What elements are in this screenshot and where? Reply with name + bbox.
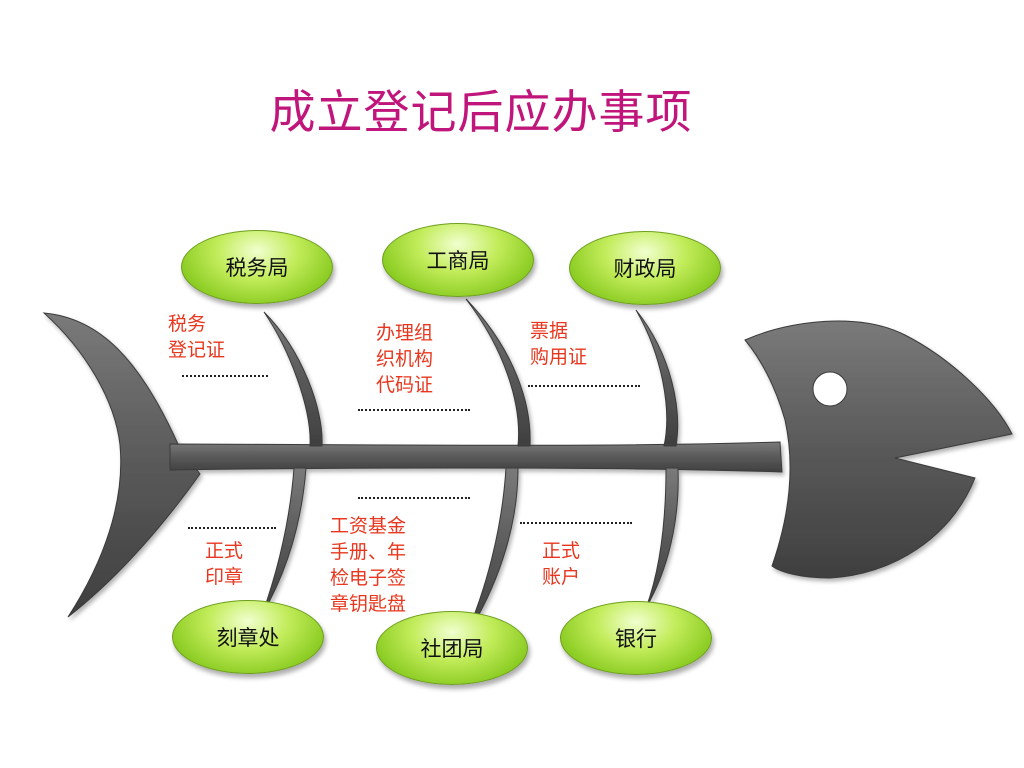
item-line: 织机构 — [376, 348, 434, 370]
item-line: 工资基金 — [330, 515, 407, 537]
fish-head — [744, 320, 1013, 579]
item-wage-fund-manual: 工资基金 手册、年 检电子签 章钥匙盘 — [330, 513, 406, 617]
fish-tail — [42, 312, 201, 618]
item-official-seal: 正式 印章 — [205, 538, 243, 590]
rib-upper-3 — [635, 309, 679, 447]
dotted-leader-tax — [182, 375, 268, 377]
item-tax-registration: 税务 登记证 — [168, 311, 225, 363]
fish-spine — [169, 441, 783, 473]
item-invoice-purchase-cert: 票据 购用证 — [530, 318, 587, 370]
dotted-leader-bank — [520, 522, 632, 524]
rib-upper-2 — [465, 298, 531, 447]
item-line: 正式 — [542, 540, 581, 562]
dotted-leader-seal — [188, 527, 276, 529]
fish-eye — [812, 371, 848, 407]
dotted-leader-society — [358, 497, 470, 499]
item-line: 购用证 — [530, 346, 588, 368]
agency-seal-office: 刻章处 — [172, 600, 324, 674]
agency-finance-bureau: 财政局 — [569, 231, 721, 305]
item-line: 办理组 — [376, 322, 434, 344]
item-line: 印章 — [205, 566, 244, 588]
dotted-leader-commerce — [358, 409, 470, 411]
agency-tax-bureau: 税务局 — [181, 230, 333, 304]
agency-commerce-bureau: 工商局 — [382, 223, 534, 297]
item-line: 税务 — [168, 313, 207, 335]
rib-upper-1 — [263, 311, 323, 447]
agency-bank: 银行 — [560, 601, 712, 675]
item-line: 代码证 — [376, 374, 434, 396]
item-line: 登记证 — [168, 339, 226, 361]
item-line: 检电子签 — [330, 567, 407, 589]
item-line: 账户 — [542, 566, 581, 588]
rib-lower-3 — [645, 467, 679, 609]
item-line: 章钥匙盘 — [330, 593, 407, 615]
item-line: 票据 — [530, 320, 569, 342]
rib-lower-1 — [261, 467, 307, 616]
item-line: 正式 — [205, 540, 244, 562]
item-org-code-cert: 办理组 织机构 代码证 — [376, 320, 433, 398]
dotted-leader-finance — [528, 385, 640, 387]
item-official-account: 正式 账户 — [542, 538, 580, 590]
page-title: 成立登记后应办事项 — [269, 85, 693, 139]
agency-society-bureau: 社团局 — [376, 611, 528, 685]
item-line: 手册、年 — [330, 541, 407, 563]
